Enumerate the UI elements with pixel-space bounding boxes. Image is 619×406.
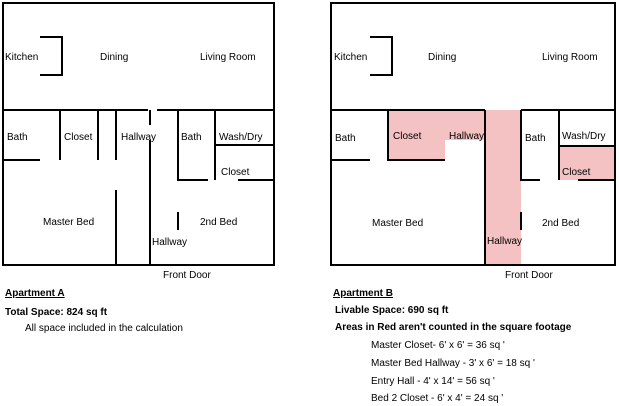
apartment-b-plan: Kitchen Dining Living Room Bath Closet H… bbox=[330, 2, 616, 281]
apartment-a-wash-dry-label: Wash/Dry bbox=[219, 132, 263, 143]
apartment-b-kitchen-wall bbox=[370, 36, 393, 76]
apartment-b-front-door-label: Front Door bbox=[505, 270, 553, 281]
apartment-b-master-closet-highlight bbox=[388, 110, 445, 160]
apartment-a-total: Total Space: 824 sq ft bbox=[5, 307, 108, 318]
apartment-a-kitchen-label: Kitchen bbox=[5, 52, 38, 63]
apartment-b-wash-dry-label: Wash/Dry bbox=[562, 131, 606, 142]
apartment-b-total: Livable Space: 690 sq ft bbox=[335, 305, 449, 316]
apartment-a-living-room-label: Living Room bbox=[200, 52, 256, 63]
floor-plans: Kitchen Dining Living Room Bath Closet H… bbox=[2, 2, 616, 281]
apartment-b-entry-hall-highlight bbox=[485, 110, 521, 265]
apartment-b-note: Areas in Red aren't counted in the squar… bbox=[335, 322, 572, 333]
apartment-b-closet-left-label: Closet bbox=[393, 131, 422, 142]
excluded-item: Master Bed Hallway - 3' x 6' = 18 sq ' bbox=[371, 358, 535, 369]
apartment-a-plan: Kitchen Dining Living Room Bath Closet H… bbox=[2, 2, 275, 281]
apartment-a-note: All space included in the calculation bbox=[25, 323, 183, 334]
apartment-a-outer-wall bbox=[2, 2, 275, 266]
apartment-b-dining-label: Dining bbox=[428, 52, 456, 63]
apartment-b-bath-right-label: Bath bbox=[525, 133, 546, 144]
apartment-a-second-bed-label: 2nd Bed bbox=[200, 217, 237, 228]
apartment-a-closet-right-label: Closet bbox=[221, 167, 250, 178]
apartment-b-wash-walls bbox=[558, 110, 615, 180]
apartment-a-master-bed-label: Master Bed bbox=[43, 217, 94, 228]
excluded-item: Bed 2 Closet - 6' x 4' = 24 sq ' bbox=[371, 393, 504, 404]
apartment-a-title: Apartment A bbox=[5, 288, 65, 299]
apartment-a-bath-right-label: Bath bbox=[181, 132, 202, 143]
apartment-b-living-room-label: Living Room bbox=[542, 52, 598, 63]
apartment-a-hallway-entry-label: Hallway bbox=[152, 237, 187, 248]
apartment-b-hallway-entry-label: Hallway bbox=[487, 236, 522, 247]
apartment-a-kitchen-wall bbox=[40, 36, 63, 76]
apartment-b-master-hallway-highlight bbox=[445, 110, 485, 140]
apartment-b-hallway-mid-label: Hallway bbox=[449, 131, 484, 142]
apartment-b-second-bed-label: 2nd Bed bbox=[542, 218, 579, 229]
excluded-item: Master Closet- 6' x 6' = 36 sq ' bbox=[371, 340, 505, 351]
apartment-a-front-door-label: Front Door bbox=[163, 270, 211, 281]
apartment-b-closet-right-label: Closet bbox=[562, 167, 591, 178]
apartment-a-right-rooms-wall bbox=[177, 110, 208, 230]
apartment-a-hallway-mid-label: Hallway bbox=[121, 132, 156, 143]
apartment-a-closet-left-label: Closet bbox=[64, 132, 93, 143]
apartment-b-right-rooms-wall bbox=[520, 110, 540, 230]
apartment-b-kitchen-label: Kitchen bbox=[334, 52, 367, 63]
apartment-b-outer-wall bbox=[330, 2, 616, 266]
apartment-b-bed2-closet-highlight bbox=[559, 146, 615, 180]
apartment-a-dining-label: Dining bbox=[100, 52, 128, 63]
apartment-b-title: Apartment B bbox=[333, 288, 394, 299]
apartment-b-master-bed-label: Master Bed bbox=[372, 218, 423, 229]
apartment-a-closet-walls bbox=[59, 110, 99, 160]
excluded-item: Entry Hall - 4' x 14' = 56 sq ' bbox=[371, 376, 495, 387]
apartment-b-closet-walls bbox=[387, 110, 445, 161]
apartment-a-wash-walls bbox=[214, 110, 274, 180]
apartment-a-bath-left-label: Bath bbox=[7, 132, 28, 143]
apartment-b-bath-left-label: Bath bbox=[335, 133, 356, 144]
